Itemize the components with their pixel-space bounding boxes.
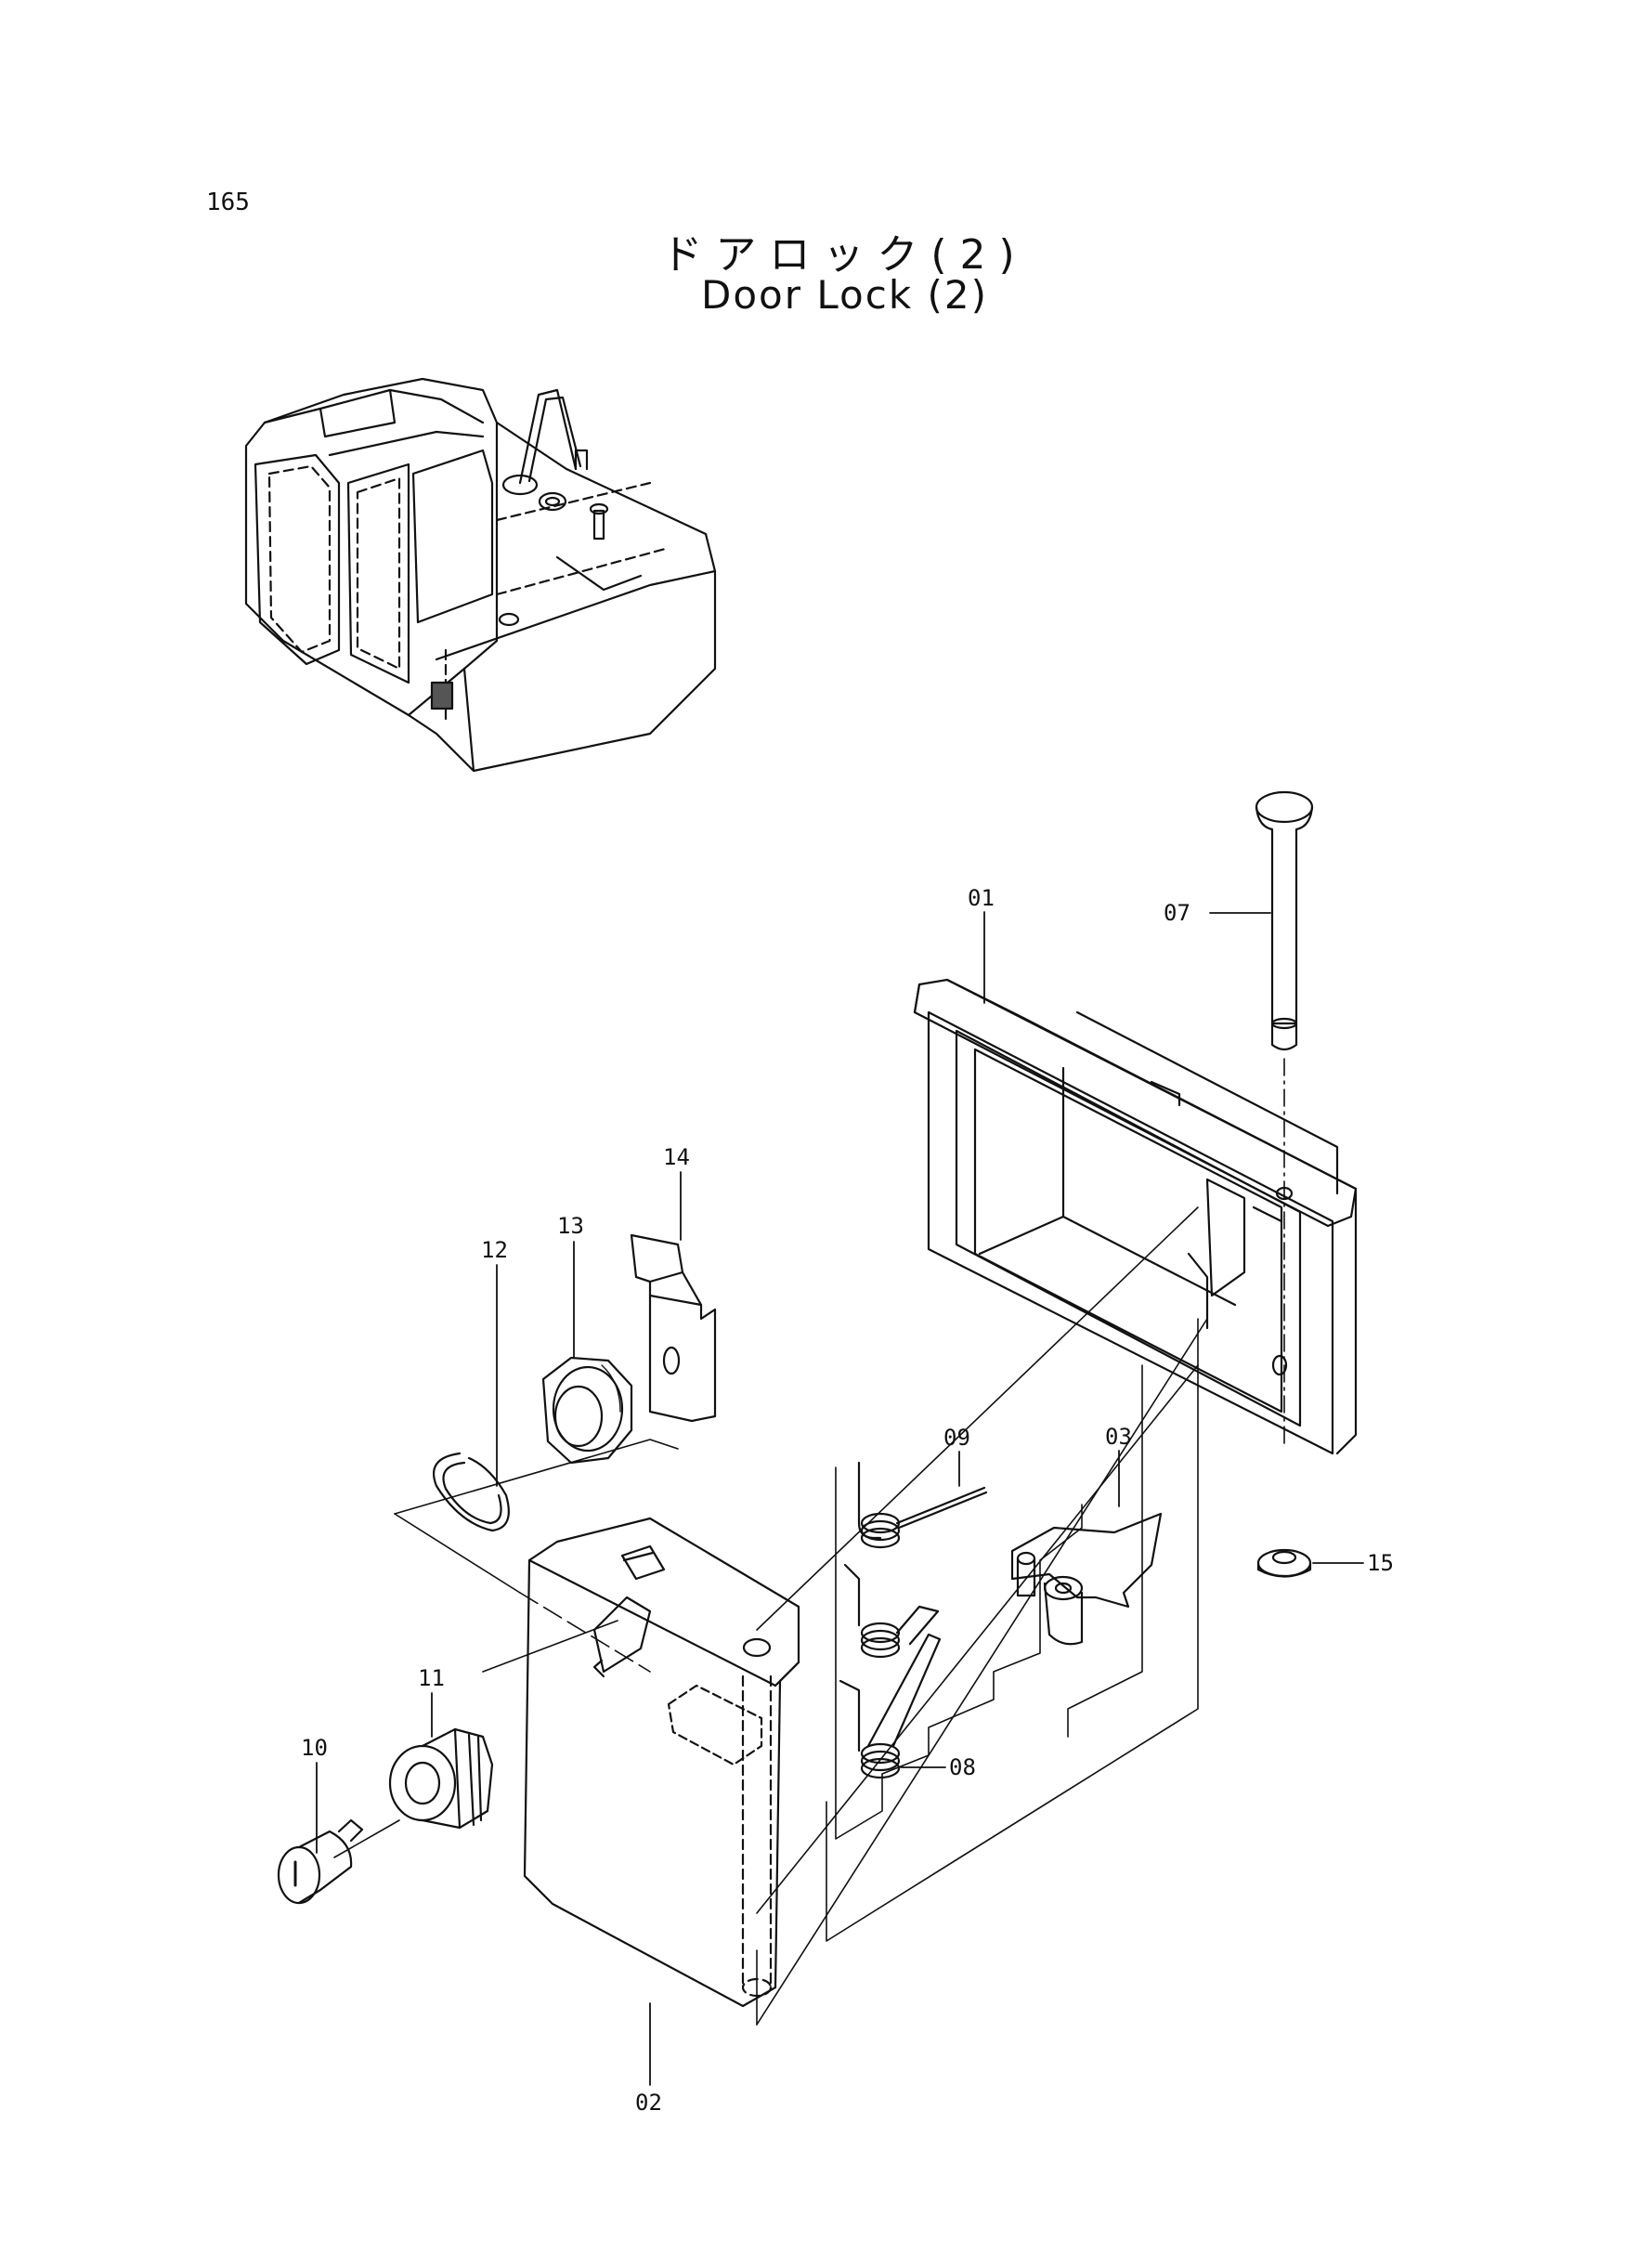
part-12-snap-ring <box>432 1264 510 1532</box>
callout-13: 13 <box>557 1213 584 1239</box>
callout-labels: 01 07 14 13 12 09 03 15 11 08 10 02 <box>301 885 1394 2116</box>
callout-03: 03 <box>1105 1424 1132 1450</box>
callout-15: 15 <box>1367 1550 1394 1576</box>
callout-07: 07 <box>1164 900 1190 926</box>
part-02-lock-body <box>523 1517 800 2086</box>
part-10-key-cylinder <box>277 1762 364 1905</box>
callout-09: 09 <box>943 1425 970 1451</box>
page-number: 165 <box>206 189 250 216</box>
callout-11: 11 <box>418 1665 445 1691</box>
callout-08: 08 <box>949 1754 976 1780</box>
part-01-lock-frame <box>913 911 1358 1455</box>
part-07-pin <box>1209 790 1314 1450</box>
title-japanese: ドアロック(2) <box>661 231 1028 279</box>
part-11-threaded-bushing <box>388 1692 494 1830</box>
part-08-torsion-springs <box>839 1563 946 1779</box>
assembly-reference-lines <box>333 1206 1208 2026</box>
title-english: Door Lock (2) <box>701 272 988 318</box>
callout-02: 02 <box>635 2090 662 2116</box>
part-14-plate <box>630 1171 717 1423</box>
part-09-torsion-spring <box>857 1451 988 1549</box>
excavator-cab-overview <box>244 377 717 773</box>
callout-01: 01 <box>968 885 995 911</box>
callout-14: 14 <box>663 1144 690 1170</box>
callout-12: 12 <box>481 1237 508 1263</box>
part-13-nut <box>541 1241 633 1465</box>
part-15-e-ring <box>1256 1548 1364 1578</box>
part-03-lever <box>1010 1450 1163 1646</box>
callout-10: 10 <box>301 1735 328 1761</box>
